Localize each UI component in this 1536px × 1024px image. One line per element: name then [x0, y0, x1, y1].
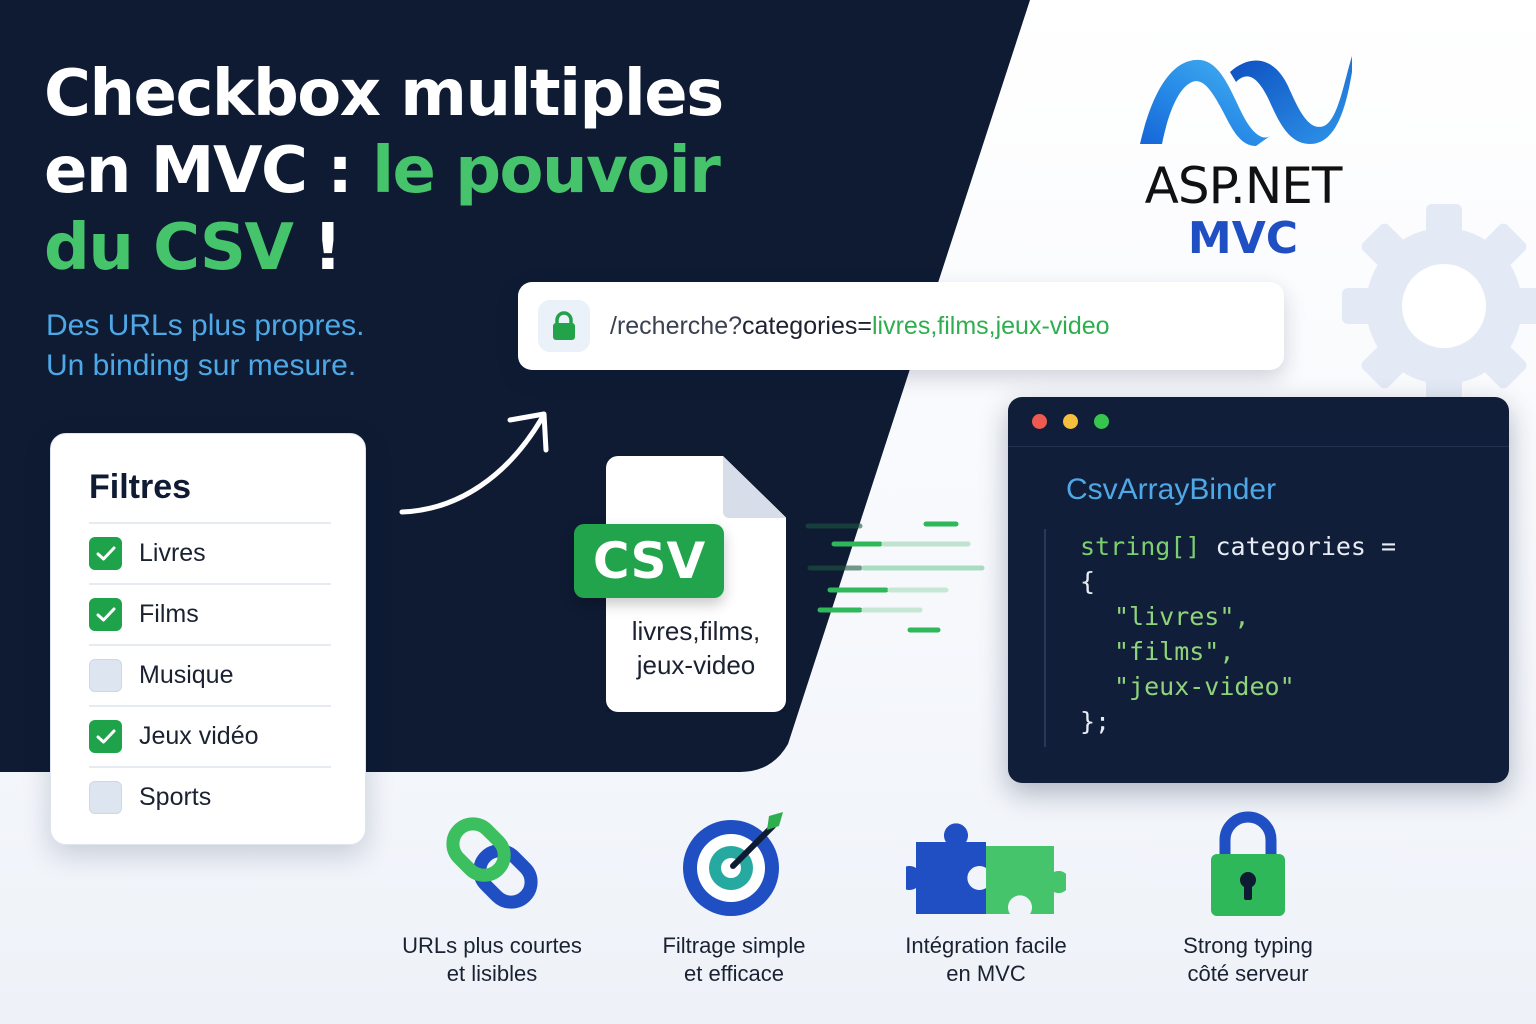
- puzzle-icon: [906, 823, 1066, 914]
- lock-icon: [538, 300, 590, 352]
- close-dot-icon[interactable]: [1032, 414, 1047, 429]
- filter-label: Musique: [139, 661, 234, 689]
- feature-label-line-2: côté serveur: [1187, 961, 1309, 986]
- filter-label: Films: [139, 600, 199, 628]
- url-value: livres,films,jeux-video: [871, 311, 1110, 340]
- logo-line-2: MVC: [1187, 213, 1299, 264]
- filter-item-musique[interactable]: Musique: [89, 644, 331, 705]
- link-icon: [446, 817, 538, 909]
- filter-panel: Filtres Livres Films Musique Jeux vidéo: [50, 433, 366, 845]
- feature-label-line-2: et lisibles: [446, 961, 538, 986]
- filter-item-sports[interactable]: Sports: [89, 766, 331, 827]
- csv-badge: CSV: [574, 524, 724, 598]
- filter-title: Filtres: [89, 468, 192, 506]
- padlock-icon: [1211, 811, 1285, 916]
- checkmark-icon: [96, 607, 115, 621]
- subtitle-line-1: Des URLs plus propres.: [46, 309, 365, 342]
- title-highlight: le pouvoir du CSV: [44, 134, 721, 285]
- code-type: string[]: [1080, 532, 1201, 561]
- filter-item-jeux-video[interactable]: Jeux vidéo: [89, 705, 331, 766]
- filter-label: Sports: [139, 783, 212, 811]
- checkbox-checked[interactable]: [89, 720, 122, 753]
- feature-label-line-1: Intégration facile: [905, 933, 1067, 958]
- code-open-brace: {: [1080, 567, 1096, 596]
- feature-filtering: Filtrage simple et efficace: [614, 808, 854, 988]
- curved-arrow-icon: [399, 411, 549, 515]
- code-close-brace: };: [1080, 707, 1111, 736]
- feature-label-line-1: URLs plus courtes: [402, 933, 582, 958]
- url-text[interactable]: /recherche?categories=livres,films,jeux-…: [610, 312, 1110, 341]
- url-path: /recherche?: [610, 311, 743, 340]
- code-window: CsvArrayBinder string[] categories = { "li…: [1008, 397, 1509, 783]
- features-row: URLs plus courtes et lisibles Filtrage s…: [378, 808, 1378, 998]
- checkbox-checked[interactable]: [89, 598, 122, 631]
- feature-label-line-1: Filtrage simple: [662, 933, 806, 958]
- url-param: categories=: [742, 311, 872, 340]
- title-main: Checkbox multiples en MVC :: [44, 57, 724, 208]
- csv-line-2: jeux-video: [636, 650, 756, 680]
- code-value-1: "livres",: [1114, 602, 1250, 631]
- feature-strong-typing: Strong typing côté serveur: [1128, 808, 1368, 988]
- filter-list: Livres Films Musique Jeux vidéo Sports: [89, 522, 331, 827]
- window-titlebar: [1008, 397, 1509, 447]
- title-end: !: [292, 211, 342, 285]
- speed-lines-icon: [805, 521, 985, 633]
- checkbox-unchecked[interactable]: [89, 659, 122, 692]
- checkbox-checked[interactable]: [89, 537, 122, 570]
- code-body: string[] categories = { "livres", "films", "…: [1044, 529, 1484, 747]
- feature-label-line-2: et efficace: [684, 961, 784, 986]
- feature-label: Strong typing côté serveur: [1128, 932, 1368, 988]
- aspnet-logo-icon: [1140, 56, 1352, 146]
- checkmark-icon: [96, 729, 115, 743]
- minimize-dot-icon[interactable]: [1063, 414, 1078, 429]
- gear-icon: [1342, 204, 1536, 408]
- filter-label: Livres: [139, 539, 206, 567]
- filter-label: Jeux vidéo: [139, 722, 259, 750]
- feature-urls: URLs plus courtes et lisibles: [372, 808, 612, 988]
- page-title: Checkbox multiples en MVC : le pouvoir d…: [44, 56, 764, 287]
- feature-integration: Intégration facile en MVC: [866, 808, 1106, 988]
- target-icon: [683, 812, 783, 916]
- logo-line-1: ASP.NET: [1144, 157, 1343, 215]
- code-title: CsvArrayBinder: [1066, 473, 1277, 506]
- subtitle-line-2: Un binding sur mesure.: [46, 349, 357, 382]
- filter-item-films[interactable]: Films: [89, 583, 331, 644]
- feature-label-line-1: Strong typing: [1183, 933, 1313, 958]
- feature-label: Intégration facile en MVC: [866, 932, 1106, 988]
- feature-label: URLs plus courtes et lisibles: [372, 932, 612, 988]
- maximize-dot-icon[interactable]: [1094, 414, 1109, 429]
- aspnet-logo-text: ASP.NET MVC: [1100, 158, 1386, 264]
- code-value-2: "films",: [1114, 637, 1235, 666]
- code-line-1: string[] categories =: [1080, 529, 1484, 564]
- feature-label: Filtrage simple et efficace: [614, 932, 854, 988]
- subtitle: Des URLs plus propres. Un binding sur me…: [46, 306, 466, 386]
- checkbox-unchecked[interactable]: [89, 781, 122, 814]
- csv-file-icon: CSV livres,films, jeux-video: [568, 452, 792, 716]
- url-bar[interactable]: /recherche?categories=livres,films,jeux-…: [518, 282, 1284, 370]
- feature-label-line-2: en MVC: [946, 961, 1026, 986]
- checkmark-icon: [96, 546, 115, 560]
- filter-item-livres[interactable]: Livres: [89, 522, 331, 583]
- csv-content: livres,films, jeux-video: [606, 614, 786, 682]
- csv-line-1: livres,films,: [631, 616, 761, 646]
- code-value-3: "jeux-video": [1114, 672, 1295, 701]
- code-declaration: categories =: [1200, 532, 1397, 561]
